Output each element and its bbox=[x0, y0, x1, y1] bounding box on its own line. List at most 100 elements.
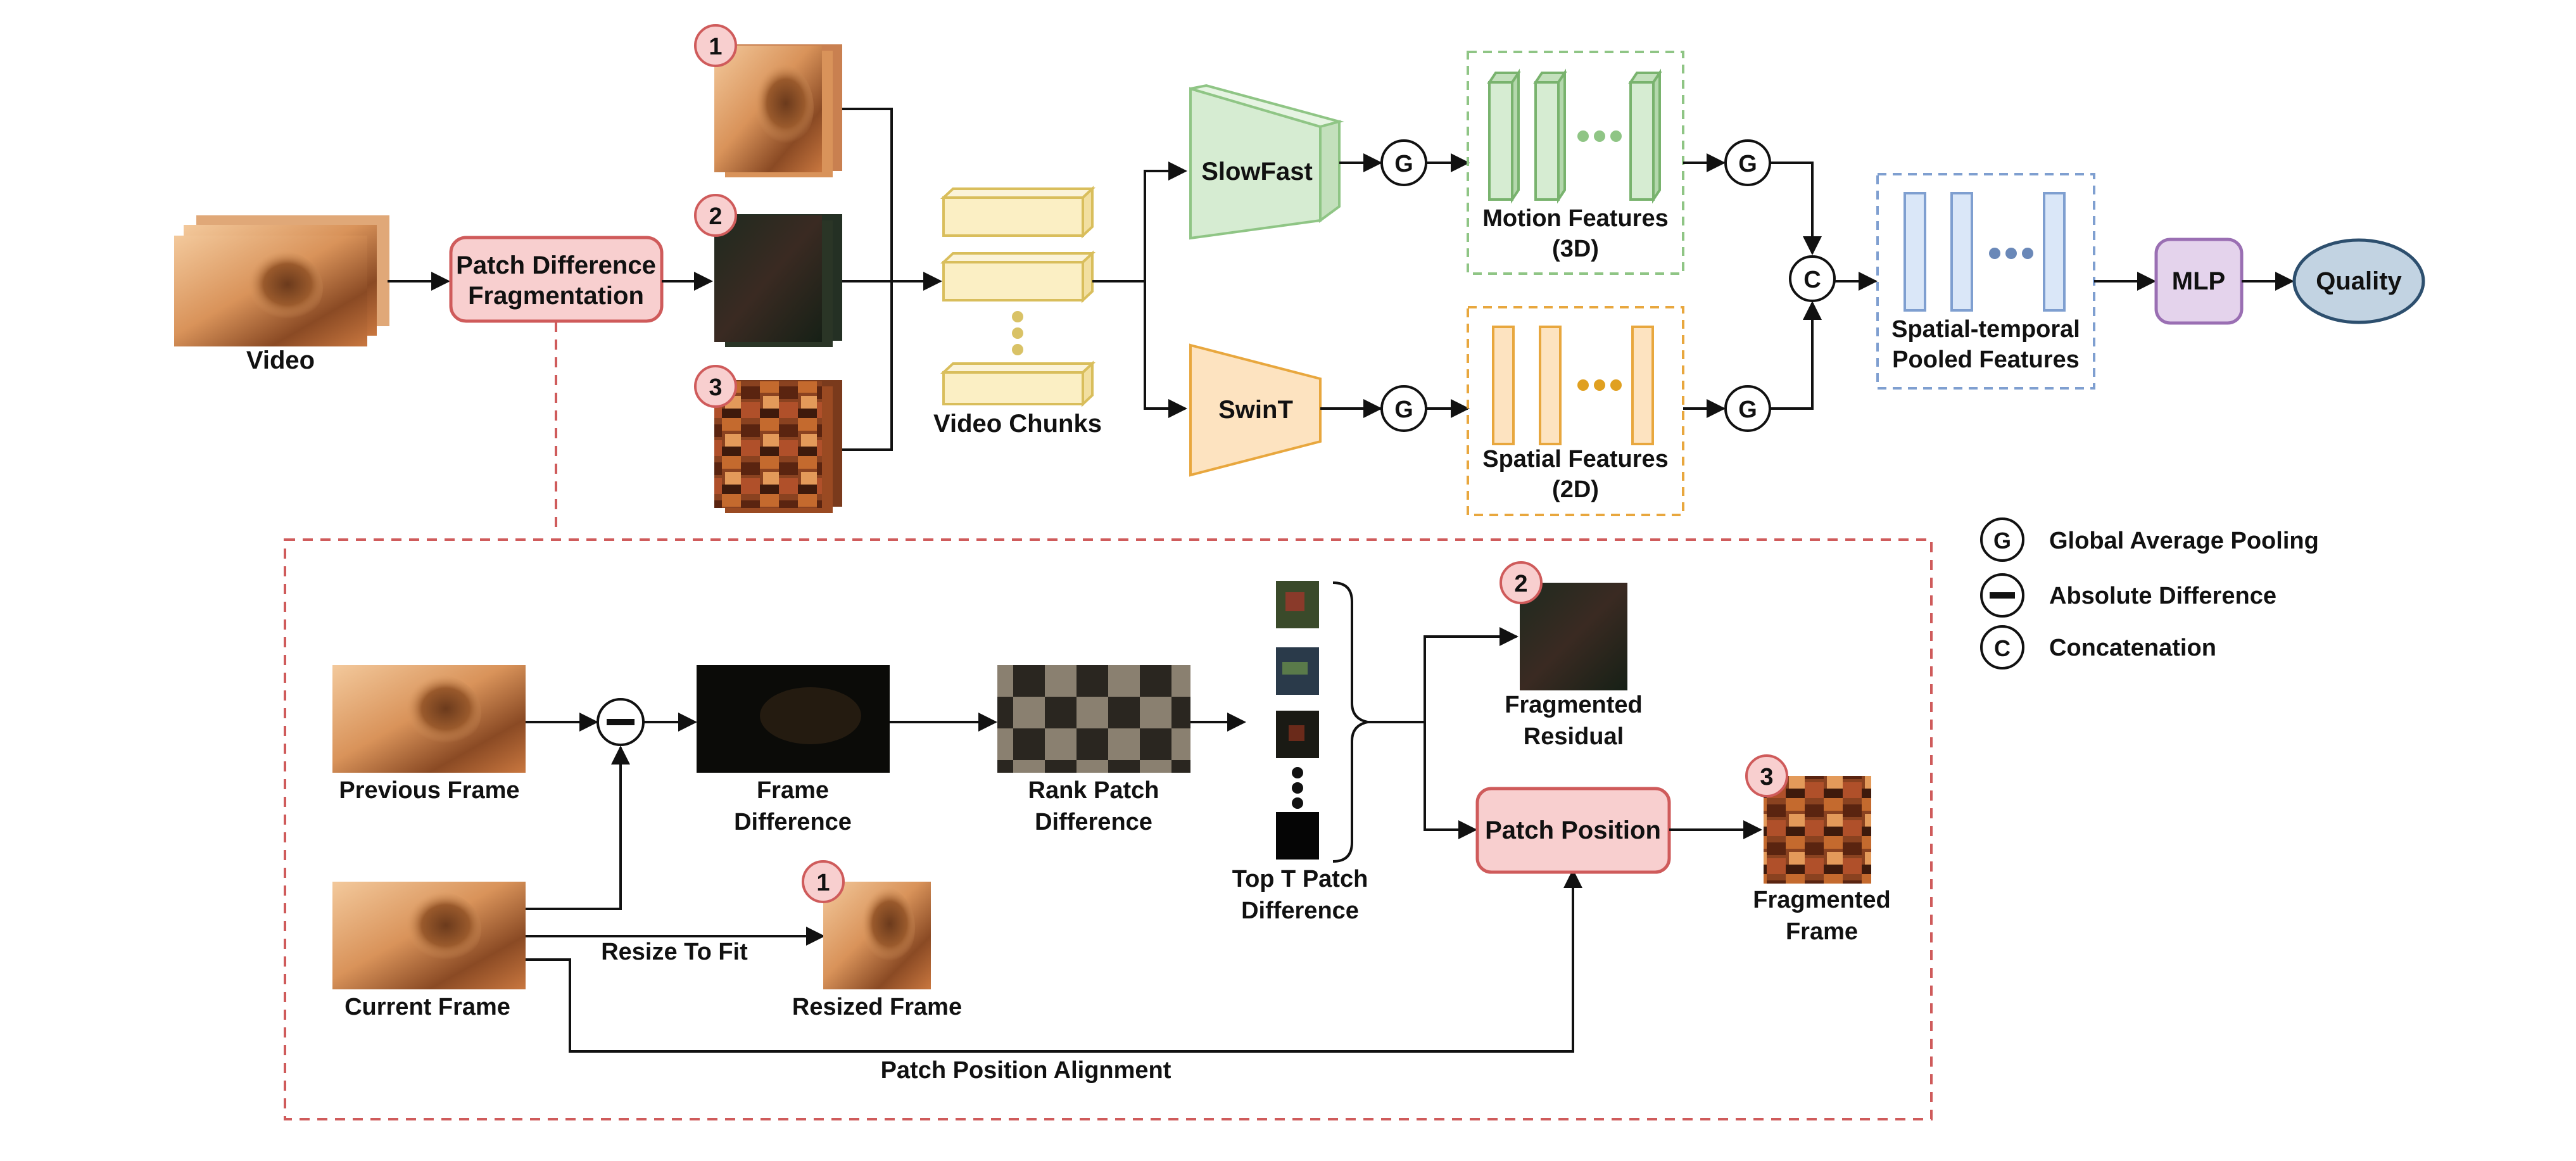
badge-3: 3 bbox=[694, 365, 737, 408]
svg-text:3: 3 bbox=[1760, 764, 1773, 790]
pooled-feature-bar bbox=[1950, 192, 1973, 312]
legend-minus-text: Absolute Difference bbox=[2049, 583, 2276, 609]
arrow-to-concat bbox=[1770, 162, 1822, 255]
slowfast-label: SlowFast bbox=[1201, 158, 1313, 186]
fragmented-residual-stack bbox=[714, 214, 842, 347]
svg-text:1: 1 bbox=[816, 870, 830, 896]
badge-2: 2 bbox=[694, 194, 737, 237]
motion-feature-bar bbox=[1533, 68, 1567, 204]
rank-patch-label-line2: Difference bbox=[1035, 809, 1152, 835]
mlp-label: MLP bbox=[2172, 267, 2225, 295]
motion-features-label-line1: Motion Features bbox=[1482, 205, 1668, 232]
svg-text:G: G bbox=[1738, 151, 1757, 177]
abs-diff-op bbox=[597, 698, 645, 746]
arrow-to-swint bbox=[1144, 281, 1187, 418]
svg-text:C: C bbox=[1994, 635, 2011, 661]
svg-text:G: G bbox=[1738, 397, 1757, 423]
rank-patch-difference-image bbox=[997, 665, 1190, 773]
concat-op: C bbox=[1789, 255, 1836, 302]
fragmented-residual-label-line2: Residual bbox=[1524, 723, 1624, 750]
top-t-label-line1: Top T Patch bbox=[1232, 866, 1368, 892]
detail-badge-3: 3 bbox=[1745, 754, 1788, 797]
video-chunks-label: Video Chunks bbox=[933, 410, 1102, 438]
previous-frame-label: Previous Frame bbox=[339, 777, 519, 804]
arrow-to-concat bbox=[1770, 301, 1822, 410]
pooled-features-label-line1: Spatial-temporal bbox=[1891, 316, 2080, 343]
legend-g-icon bbox=[1980, 517, 2024, 562]
top-t-label-line2: Difference bbox=[1241, 898, 1359, 924]
legend-c-text: Concatenation bbox=[2049, 635, 2216, 661]
spatial-feature-bar bbox=[1492, 326, 1515, 445]
svg-text:G: G bbox=[1993, 528, 2011, 554]
fragmented-frames-stack bbox=[714, 380, 842, 513]
patch-ellipsis bbox=[1292, 767, 1303, 809]
resized-frame-label: Resized Frame bbox=[792, 994, 962, 1020]
spatial-features-label-line2: (2D) bbox=[1552, 476, 1599, 503]
motion-ellipsis bbox=[1577, 130, 1622, 142]
patch-difference-fragmentation-box bbox=[449, 236, 664, 323]
video-chunk bbox=[940, 360, 1096, 407]
pooled-features-label-line2: Pooled Features bbox=[1892, 346, 2080, 373]
fragmented-frame-label-line2: Frame bbox=[1786, 918, 1858, 945]
alignment-label: Patch Position Alignment bbox=[881, 1057, 1171, 1084]
fragmented-frame-image bbox=[1764, 776, 1871, 884]
video-chunk bbox=[940, 186, 1096, 239]
svg-text:2: 2 bbox=[709, 203, 722, 230]
badge-1: 1 bbox=[694, 24, 737, 67]
fragmented-frame-label-line1: Fragmented bbox=[1753, 887, 1890, 913]
current-frame-label: Current Frame bbox=[344, 994, 510, 1020]
svg-text:1: 1 bbox=[709, 34, 722, 60]
video-label: Video bbox=[246, 346, 315, 374]
resized-frames-stack bbox=[714, 44, 842, 177]
legend: G Global Average Pooling Absolute Differ… bbox=[1980, 517, 2319, 669]
arrow-to-patch-position bbox=[1424, 722, 1477, 839]
global-pool-op: G bbox=[1724, 139, 1771, 186]
pdf-label-line1: Patch Difference bbox=[456, 251, 656, 279]
pooled-feature-bar bbox=[2043, 192, 2066, 312]
global-pool-op: G bbox=[1380, 139, 1427, 186]
slowfast-encoder bbox=[1189, 84, 1344, 240]
video-input bbox=[174, 215, 389, 346]
alignment-arrow bbox=[526, 869, 1582, 1053]
pooled-ellipsis bbox=[1989, 248, 2033, 259]
pdf-label-line2: Fragmentation bbox=[468, 282, 644, 310]
motion-features-label-line2: (3D) bbox=[1552, 236, 1599, 262]
frame-difference-label-line1: Frame bbox=[757, 777, 829, 804]
resize-to-fit-label: Resize To Fit bbox=[601, 939, 748, 965]
svg-text:G: G bbox=[1394, 151, 1413, 177]
swint-label: SwinT bbox=[1218, 396, 1293, 424]
svg-text:C: C bbox=[1803, 267, 1821, 293]
video-chunk bbox=[940, 250, 1096, 303]
patch-brace bbox=[1332, 581, 1368, 863]
pooled-feature-bar bbox=[1904, 192, 1926, 312]
motion-feature-bar bbox=[1487, 68, 1521, 204]
svg-text:2: 2 bbox=[1514, 571, 1527, 597]
global-pool-op: G bbox=[1380, 385, 1427, 432]
top-patch bbox=[1276, 812, 1319, 860]
spatial-feature-bar bbox=[1631, 326, 1654, 445]
arrow-to-abs-diff bbox=[526, 745, 630, 910]
detail-badge-1: 1 bbox=[802, 860, 845, 903]
arrow-to-residual bbox=[1424, 627, 1518, 722]
svg-text:G: G bbox=[1394, 397, 1413, 423]
spatial-features-box bbox=[1467, 306, 1684, 516]
arrow-to-slowfast bbox=[1144, 162, 1187, 281]
rank-patch-label-line1: Rank Patch bbox=[1028, 777, 1159, 804]
spatial-ellipsis bbox=[1577, 379, 1622, 391]
cat-image bbox=[234, 250, 323, 326]
quality-label: Quality bbox=[2316, 267, 2402, 295]
swint-encoder bbox=[1189, 343, 1322, 477]
svg-text:3: 3 bbox=[709, 374, 722, 401]
legend-c-icon bbox=[1980, 625, 2024, 669]
fragmented-residual-image bbox=[1520, 583, 1627, 690]
merge-bracket bbox=[842, 108, 893, 451]
fragmented-residual-label-line1: Fragmented bbox=[1505, 692, 1642, 718]
detail-box bbox=[284, 538, 1933, 1120]
detail-badge-2: 2 bbox=[1500, 561, 1543, 604]
spatial-feature-bar bbox=[1539, 326, 1562, 445]
legend-g-text: Global Average Pooling bbox=[2049, 528, 2319, 554]
quality-output bbox=[2292, 238, 2425, 324]
patch-position-label: Patch Position bbox=[1485, 816, 1661, 844]
